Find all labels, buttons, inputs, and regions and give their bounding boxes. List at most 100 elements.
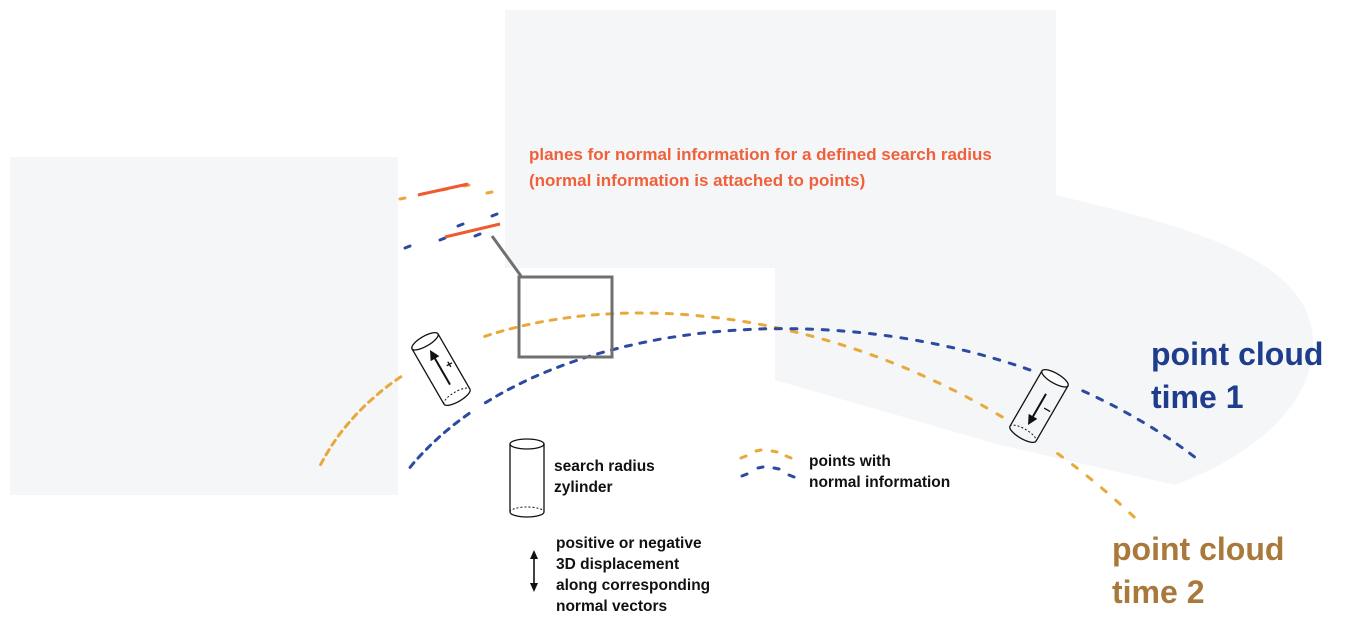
point-dash [1007, 361, 1017, 367]
point-dash [652, 337, 662, 342]
cloud2-line-2: time 2 [1112, 574, 1205, 610]
point-dash [596, 350, 605, 356]
point-dash [930, 341, 940, 346]
cylinder-icon [509, 438, 545, 518]
point-dash [758, 322, 767, 327]
normal-plane-lower [444, 222, 501, 239]
legend-displacement-line-2: 3D displacement [556, 556, 680, 573]
point-dash [576, 314, 586, 318]
point-dash [868, 332, 877, 336]
point-dash [1136, 417, 1145, 424]
zoom-box [517, 275, 614, 359]
point-dash [1071, 463, 1079, 470]
point-dash [964, 395, 973, 401]
point-dash [885, 359, 894, 365]
point-dash [697, 331, 707, 335]
point-dash [367, 396, 375, 404]
point-dash [324, 448, 331, 457]
point-dash [980, 403, 989, 410]
point-dash [375, 389, 384, 396]
point-cloud-time-2 [319, 311, 1136, 519]
point-dash [495, 329, 505, 334]
point-dash [483, 333, 492, 338]
dotted-points-icon [739, 448, 796, 479]
legend-cylinder-line-2: zylinder [554, 479, 613, 496]
legend-displacement-line-1: positive or negative [556, 535, 702, 552]
point-dash [836, 329, 846, 333]
point-dash [394, 375, 403, 382]
legend-points-label: points with normal information [809, 451, 950, 493]
legend-cylinder-label: search radius zylinder [554, 456, 655, 498]
point-dash [336, 429, 344, 438]
point-dash [351, 412, 359, 420]
plane-orange-row [398, 183, 494, 201]
point-dash [384, 382, 393, 389]
search-cylinder-left: + [411, 331, 471, 406]
arrowhead-up-icon [430, 349, 440, 362]
cylinder-sign-plus: + [443, 356, 456, 372]
point-dash [837, 342, 847, 348]
legend-displacement-line-4: normal vectors [556, 598, 668, 615]
point-dash [933, 379, 942, 385]
point-dash [821, 337, 831, 343]
point-dash [1095, 396, 1104, 402]
point-dash [667, 335, 677, 340]
point-dash [1188, 451, 1196, 459]
point-dash [1100, 486, 1108, 494]
cloud2-line-1: point cloud [1112, 531, 1285, 567]
plane-blue-row [403, 212, 499, 250]
point-dash [1114, 498, 1122, 506]
point-dash [712, 329, 722, 334]
point-dash [556, 363, 565, 369]
point-dash [506, 385, 516, 392]
point-dash [883, 334, 893, 338]
point-dash [917, 372, 926, 378]
point-dash [852, 330, 862, 334]
point-dash [789, 329, 799, 334]
point-dash [416, 452, 424, 460]
point-dash [442, 427, 451, 434]
point-dash [977, 352, 986, 358]
point-dash [535, 320, 544, 325]
point-dash [1150, 425, 1159, 432]
point-dash [695, 314, 705, 318]
point-dash [1056, 452, 1064, 459]
point-dash [330, 438, 337, 447]
point-dash [343, 421, 351, 429]
planes-annotation-line-2: (normal information is attached to point… [529, 171, 866, 190]
legend-displacement-line-3: along corresponding [556, 577, 711, 594]
point-dash [711, 315, 720, 320]
point-dash [624, 343, 633, 348]
point-dash [521, 322, 531, 328]
legend-points-line-1: points with [809, 453, 891, 470]
zoom-connector [490, 235, 523, 277]
point-dash [682, 333, 692, 337]
cloud1-line-1: point cloud [1151, 336, 1324, 372]
point-dash [915, 338, 924, 343]
point-dash [1085, 474, 1094, 482]
point-dash [1123, 410, 1132, 417]
point-dash [638, 340, 648, 345]
background-block-left [10, 157, 398, 495]
point-dash [805, 333, 815, 338]
point-dash [853, 347, 863, 353]
point-dash [961, 348, 971, 354]
point-dash [1081, 389, 1090, 395]
normal-plane-upper [417, 182, 469, 197]
point-dash [742, 320, 752, 324]
point-dash [408, 461, 416, 469]
displacement-arrow-left [432, 354, 451, 386]
legend-points-line-2: normal information [809, 474, 951, 491]
point-cloud-time-1-label: point cloud time 1 [1151, 333, 1323, 419]
point-cloud-time-2-label: point cloud time 2 [1112, 528, 1284, 614]
point-dash [899, 336, 909, 341]
legend-displacement-label: positive or negative 3D displacement alo… [556, 533, 710, 617]
point-dash [433, 435, 442, 443]
point-dash [543, 368, 552, 374]
background-block-right [505, 10, 1313, 485]
point-dash [948, 387, 958, 393]
point-dash [1175, 442, 1184, 450]
arrowhead-down-icon [1028, 413, 1038, 426]
point-dash [569, 359, 578, 364]
